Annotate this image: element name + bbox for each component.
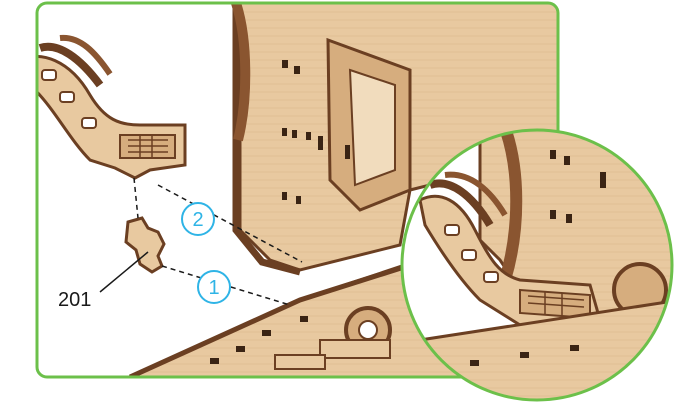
step-2-number: 2 — [192, 209, 203, 231]
step-1-number: 1 — [208, 277, 219, 299]
detail-zoom-view — [400, 128, 679, 402]
step-2-callout: 2 — [182, 203, 214, 235]
step-1-callout: 1 — [198, 271, 230, 303]
part-201-label: 201 — [58, 289, 91, 311]
